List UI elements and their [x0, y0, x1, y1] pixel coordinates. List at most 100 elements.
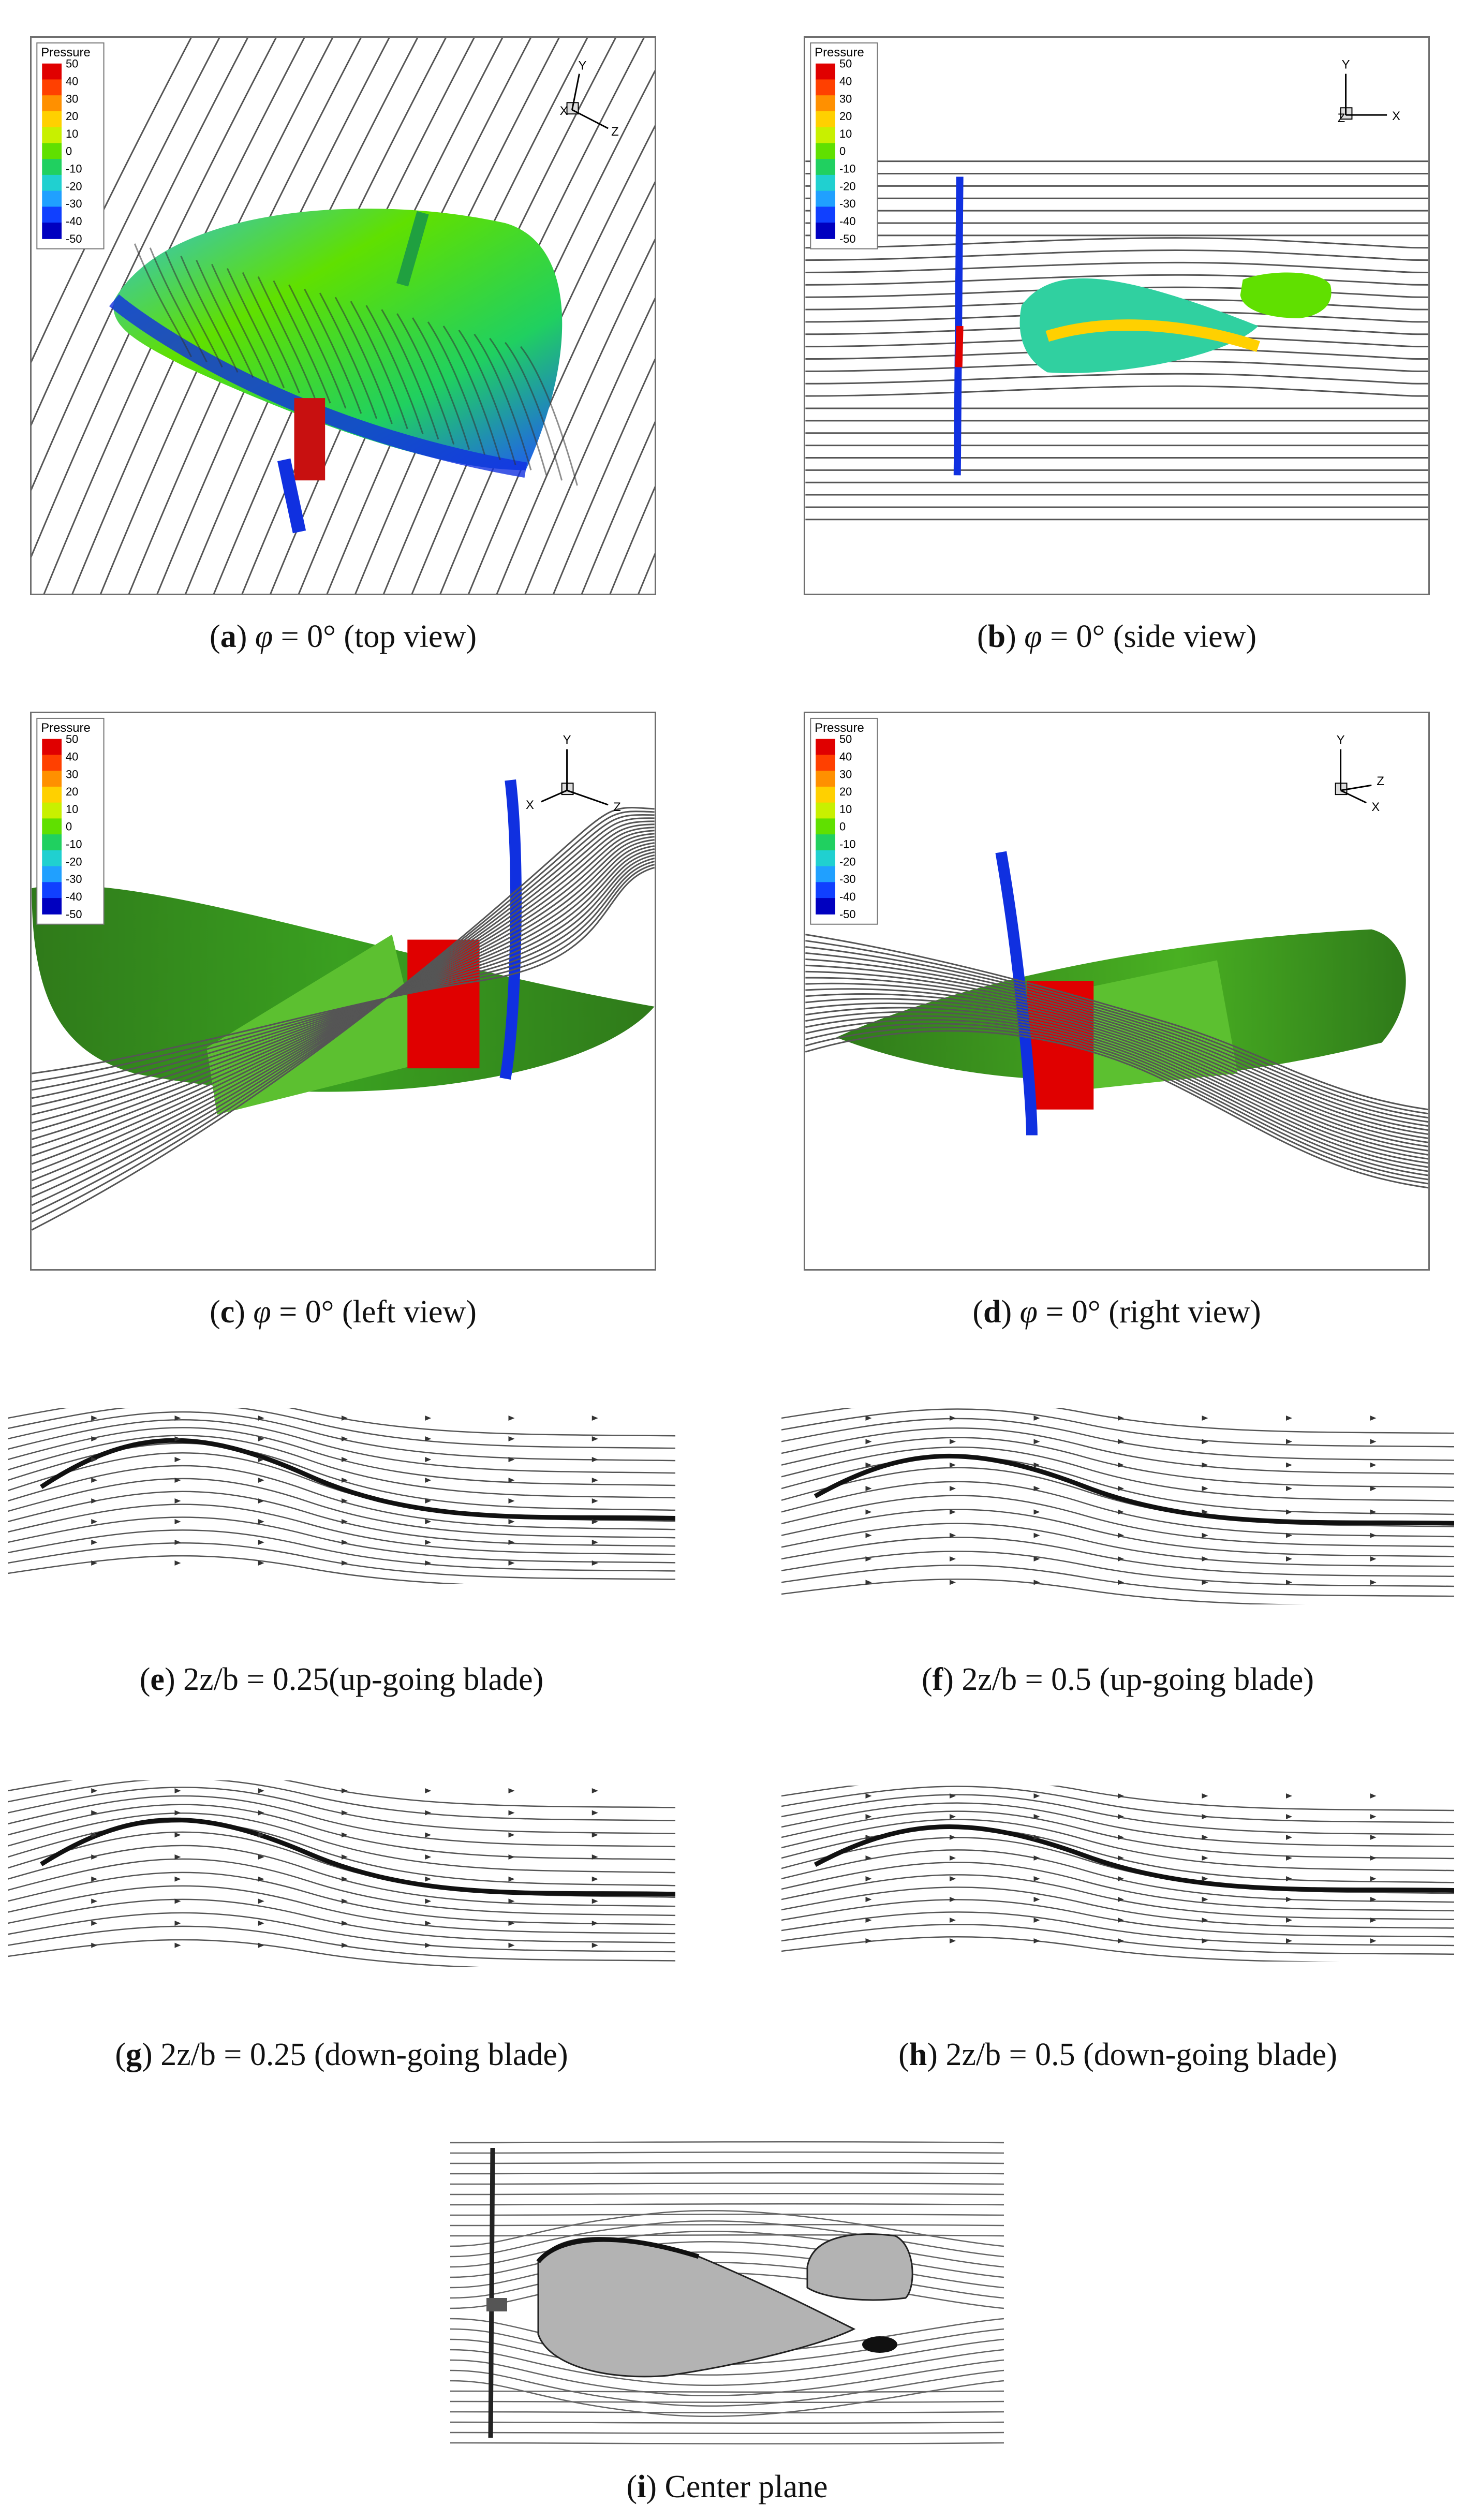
streamline: [458, 329, 516, 465]
streamline: [8, 1419, 675, 1474]
legend-swatch: [42, 190, 62, 208]
streamline: [257, 276, 316, 399]
flow-arrow: [258, 1436, 264, 1441]
streamline: [805, 274, 1428, 286]
legend-tick-label: 40: [66, 750, 78, 763]
streamline: [609, 485, 655, 594]
streamline: [450, 2213, 1004, 2216]
flow-arrow: [1202, 1793, 1208, 1799]
streamline: [450, 2431, 1004, 2435]
legend-tick-label: -50: [66, 908, 82, 921]
caption-h: (h) 2z/b = 0.5 (down-going blade): [898, 2037, 1337, 2072]
legend-swatch: [816, 79, 836, 96]
flow-arrow: [342, 1478, 348, 1483]
streamline: [8, 1491, 675, 1547]
flow-arrow: [1118, 1793, 1124, 1799]
flow-arrow: [1033, 1876, 1040, 1881]
streamline: [450, 2172, 1004, 2175]
flow-arrow: [174, 1416, 181, 1421]
legend-tick-label: 20: [66, 110, 78, 123]
flow-arrow: [425, 1788, 432, 1793]
streamline: [805, 982, 1428, 1143]
caption-g: (g) 2z/b = 0.25 (down-going blade): [115, 2037, 568, 2072]
streamline: [8, 1411, 675, 1462]
legend-tick-label: 30: [66, 92, 78, 105]
flow-arrow: [950, 1462, 956, 1468]
flow-arrow: [950, 1918, 956, 1923]
streamline: [450, 2234, 1004, 2237]
flow-arrow: [1370, 1462, 1377, 1468]
flow-arrow: [1118, 1876, 1124, 1881]
streamlines: [450, 2141, 1004, 2445]
flow-arrow: [865, 1462, 872, 1468]
streamline: [805, 977, 1428, 1139]
streamline: [781, 1786, 1454, 1823]
streamlines: [805, 934, 1428, 1189]
streamline: [805, 952, 1428, 1123]
airfoil-wake-line: [814, 1824, 1454, 1893]
streamline: [450, 2203, 1004, 2206]
flow-arrow: [342, 1921, 348, 1926]
streamline: [805, 385, 1428, 397]
streamline: [805, 1019, 1428, 1176]
propeller-blade: [499, 779, 522, 1080]
flow-arrow: [950, 1532, 956, 1538]
streamline: [450, 2421, 1004, 2424]
flow-arrow: [258, 1519, 264, 1524]
legend-swatch: [42, 771, 62, 787]
flow-arrow: [1370, 1835, 1377, 1840]
flow-arrow: [591, 1832, 598, 1838]
tail-surface: [1240, 272, 1332, 318]
flow-arrow: [91, 1810, 98, 1816]
propeller-blade: [488, 2147, 495, 2438]
streamline: [450, 2241, 1004, 2278]
streamline: [520, 346, 578, 486]
flow-arrow: [258, 1560, 264, 1566]
flow-arrow: [258, 1876, 264, 1882]
vortex-core: [862, 2336, 897, 2353]
streamline: [781, 1578, 1306, 1604]
caption-d: (d) φ = 0° (right view): [972, 1294, 1261, 1330]
streamline: [781, 1509, 1454, 1557]
legend-title: Pressure: [815, 721, 864, 735]
flow-arrow: [508, 1876, 515, 1882]
flow-arrow: [508, 1560, 515, 1566]
figure-panel-e-streamlines: [8, 1408, 675, 1584]
flow-arrow: [258, 1810, 264, 1816]
flow-arrow: [950, 1580, 956, 1585]
flow-arrow: [1033, 1416, 1040, 1421]
flow-arrow: [950, 1793, 956, 1799]
flow-arrow: [1202, 1462, 1208, 1468]
legend-tick-label: 50: [66, 733, 78, 746]
streamline: [180, 256, 239, 373]
legend-tick-label: -20: [66, 180, 82, 193]
flow-arrow: [258, 1478, 264, 1483]
legend-tick-label: -30: [66, 873, 82, 886]
streamline: [32, 827, 655, 1182]
flow-arrow: [1118, 1814, 1124, 1819]
legend-swatch: [42, 802, 62, 819]
flow-arrow: [174, 1540, 181, 1545]
flow-arrow: [342, 1898, 348, 1904]
flow-arrow: [258, 1832, 264, 1838]
flow-arrow: [1286, 1486, 1292, 1491]
legend-swatch: [816, 63, 836, 80]
legend-tick-label: -50: [839, 232, 856, 245]
streamline: [8, 1529, 675, 1572]
flow-arrows: [91, 1416, 598, 1566]
panel-i-graphic: [450, 2141, 1004, 2445]
streamline: [805, 286, 1428, 298]
legend-swatch: [816, 755, 836, 772]
legend-tick-label: -50: [839, 908, 856, 921]
legend-tick-label: -40: [839, 215, 856, 228]
legend-tick-label: -20: [66, 855, 82, 868]
streamline: [32, 842, 655, 1140]
legend-tick-label: 20: [839, 110, 852, 123]
flow-arrow: [174, 1942, 181, 1948]
flow-arrow: [1202, 1439, 1208, 1445]
flow-arrow: [425, 1942, 432, 1948]
flow-arrow: [1033, 1793, 1040, 1799]
legend-swatch: [816, 207, 836, 224]
flow-arrow: [1370, 1439, 1377, 1445]
legend-swatch: [816, 739, 836, 756]
